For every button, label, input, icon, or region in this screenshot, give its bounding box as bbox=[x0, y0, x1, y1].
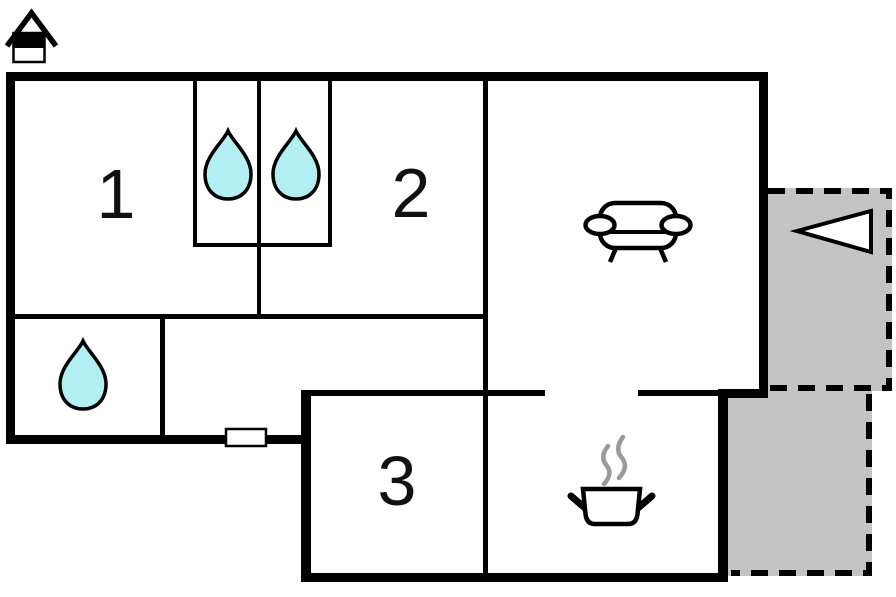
house-body-band bbox=[13, 33, 45, 48]
wall-outer-step-right bbox=[718, 389, 768, 398]
sofa-leg-left bbox=[607, 247, 619, 263]
wall-outer-top bbox=[6, 72, 768, 81]
wall-outer-bottom-main bbox=[301, 573, 728, 582]
room-1-label: 1 bbox=[96, 155, 136, 234]
wall-kitchen-top bbox=[638, 390, 718, 396]
terrace-lower bbox=[728, 391, 872, 576]
terrace-lower-border bbox=[731, 394, 872, 576]
wall-room3-top bbox=[303, 390, 545, 396]
wall-outer-bottom-left bbox=[6, 435, 311, 444]
sofa-armrest-right bbox=[659, 213, 693, 237]
wall-outer-left bbox=[6, 72, 15, 444]
walls bbox=[6, 72, 768, 582]
water-drop-icon bbox=[203, 126, 253, 201]
terrace-dashed-borders bbox=[731, 188, 892, 576]
house-icon bbox=[4, 8, 59, 64]
house-roof bbox=[4, 8, 59, 48]
water-drop-icon bbox=[58, 336, 108, 411]
wall-compartment-bottom bbox=[193, 243, 332, 247]
wall-outer-step-left bbox=[301, 390, 311, 582]
terrace-upper-border bbox=[768, 188, 892, 391]
steam-icon bbox=[601, 434, 628, 487]
steam-wave bbox=[616, 434, 628, 481]
water-drop-icon bbox=[271, 126, 321, 201]
sofa-icon bbox=[583, 200, 693, 263]
wall-compartment-divider bbox=[257, 81, 261, 319]
cooking-pot-icon bbox=[567, 434, 656, 527]
room-2-label: 2 bbox=[391, 154, 431, 233]
water-drops bbox=[58, 126, 321, 411]
steam-wave bbox=[601, 443, 612, 487]
entrance-arrow-icon bbox=[789, 208, 873, 255]
room-3-label: 3 bbox=[377, 442, 417, 521]
wall-outer-right-lower bbox=[718, 390, 728, 582]
sofa-armrest-left bbox=[583, 213, 617, 237]
wall-outer-right-upper bbox=[759, 72, 768, 398]
terrace-upper bbox=[768, 188, 892, 391]
sofa-leg-right bbox=[657, 247, 669, 263]
wall-compartment-left bbox=[193, 81, 197, 247]
wall-hall-horizontal bbox=[6, 314, 488, 319]
wall-main-vertical bbox=[483, 79, 488, 577]
pot-body bbox=[580, 486, 643, 527]
wall-compartment-right bbox=[328, 81, 332, 247]
wall-bathroom-right bbox=[160, 314, 165, 438]
window-marker bbox=[224, 427, 268, 448]
